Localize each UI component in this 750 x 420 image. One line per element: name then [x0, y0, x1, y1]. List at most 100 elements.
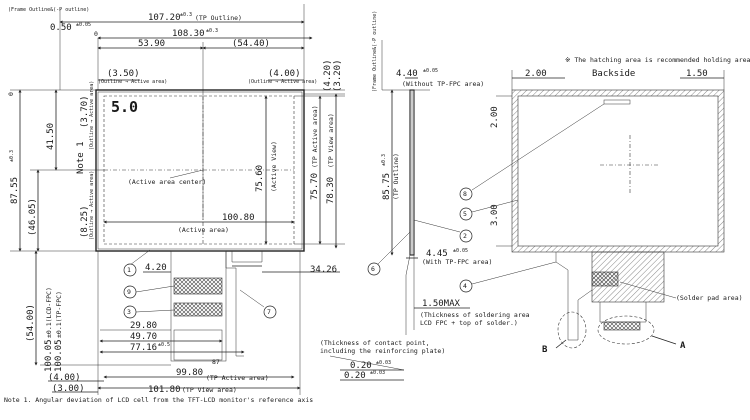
- side-note-contact-2: including the reinforcing plate): [320, 347, 445, 355]
- side-note-solder-1: (Thickness of soldering area: [420, 311, 530, 319]
- dim-75-60: 75.60: [255, 165, 265, 192]
- dim-77-16-tol: ±0.5: [158, 342, 170, 348]
- dim-101-80: 101.80: [148, 385, 181, 395]
- side-dim-4-40-tol: ±0.05: [423, 68, 438, 74]
- back-title: Backside: [592, 69, 635, 79]
- side-dim-1-50: 1.50MAX: [422, 299, 461, 309]
- side-dim-4-40-note: (Without TP-FPC area): [402, 80, 484, 88]
- svg-text:9: 9: [127, 288, 131, 296]
- side-note-contact-1: (Thickness of contact point,: [320, 339, 430, 347]
- dim-49-70: 49.70: [130, 332, 157, 342]
- dim-87-55: 87.55: [10, 177, 20, 204]
- dim-3-70: (3.70): [80, 95, 90, 128]
- dim-77-16: 77.16: [130, 343, 157, 353]
- dim-101-80-note: (TP View area): [182, 386, 237, 394]
- callout-5: 5: [459, 199, 519, 221]
- pin-87: 87: [212, 358, 220, 366]
- callout-8: 8: [459, 103, 605, 201]
- back-dim-2-00: 2.00: [525, 69, 547, 79]
- detail-label-a: A: [680, 341, 686, 351]
- frame-outline-label: (Frame Outline&(-P outline): [8, 7, 89, 13]
- dim-100-80-note: (Active area): [178, 226, 229, 234]
- dim-8-25-note: (Outline → Active area): [89, 171, 95, 240]
- side-dim-4-45: 4.45: [426, 249, 448, 259]
- origin-mark: 0: [94, 30, 98, 38]
- hatch-note: ※ The hatching area is recommended holdi…: [565, 56, 750, 64]
- dim-100-80: 100.80: [222, 213, 255, 223]
- back-view: ※ The hatching area is recommended holdi…: [413, 56, 750, 355]
- dim-3-50: (3.50): [107, 69, 140, 79]
- dim-78-30: 78.30: [326, 177, 336, 204]
- dim-4-00-note: (Outline → Active area): [248, 79, 317, 85]
- dim-100-05a-note: ±0.1(LCD-FPC): [45, 287, 53, 338]
- side-frame-label: (Frame Outline&(-P outline): [372, 11, 378, 92]
- dim-0-50: 0.50: [50, 23, 72, 33]
- dim-100-05a: 100.05: [44, 339, 54, 372]
- dim-78-30-note: (TP View area): [327, 113, 335, 168]
- callout-3: 3: [123, 305, 175, 319]
- dim-3-50-note: (Outline → Active area): [98, 79, 167, 85]
- svg-text:6: 6: [371, 265, 375, 273]
- dim-3-20: (3.20): [333, 59, 343, 92]
- side-dim-0-20a-tol: ±0.03: [376, 360, 391, 366]
- svg-text:2: 2: [463, 232, 467, 240]
- back-dim-2-00-v: 2.00: [490, 106, 500, 128]
- side-dim-4-40: 4.40: [396, 69, 418, 79]
- dim-107-20-tol: ±0.3: [180, 12, 192, 18]
- side-dim-0-20a: 0.20: [350, 361, 372, 371]
- dim-46-05: (46.05): [28, 198, 38, 236]
- dim-3-70-note: (Outline → Active area): [89, 81, 95, 150]
- dim-4-00: (4.00): [268, 69, 301, 79]
- side-view: (Frame Outline&(-P outline) 4.40 ±0.05 (…: [320, 11, 530, 381]
- dim-107-20: 107.20: [148, 13, 181, 23]
- footer-note: Note 1. Angular deviation of LCD cell fr…: [4, 396, 313, 404]
- dim-54-40: (54.40): [232, 39, 270, 49]
- side-dim-85-75-note: (TP Outline): [392, 153, 400, 200]
- dim-4-20-b: 4.20: [145, 263, 167, 273]
- side-note-solder-2: LCD FPC + top of solder.): [420, 319, 518, 327]
- dim-87-55-tol: ±0.3: [9, 150, 15, 162]
- dim-34-26: 34.26: [310, 265, 337, 275]
- detail-label-b: B: [542, 345, 548, 355]
- svg-text:7: 7: [267, 308, 271, 316]
- side-dim-85-75: 85.75: [382, 173, 392, 200]
- svg-text:5: 5: [463, 210, 467, 218]
- svg-text:1: 1: [127, 266, 131, 274]
- version-mark: 5.0: [111, 98, 138, 116]
- dim-75-60-note: (Active View): [270, 141, 278, 192]
- origin-mark-left: 0: [7, 92, 15, 96]
- dim-41-50: 41.50: [46, 123, 56, 150]
- back-dim-1-50: 1.50: [686, 69, 708, 79]
- active-center-label: (Active area center): [128, 178, 206, 186]
- dim-108-30: 108.30: [172, 29, 205, 39]
- dim-75-70: 75.70: [310, 173, 320, 200]
- dim-4-00-b: (4.00): [48, 373, 81, 383]
- dim-75-70-note: (TP Active area): [311, 105, 319, 168]
- note-1: Note 1: [76, 141, 86, 174]
- side-dim-0-20b-tol: ±0.03: [370, 370, 385, 376]
- svg-text:8: 8: [463, 190, 467, 198]
- svg-text:4: 4: [463, 282, 467, 290]
- dim-100-05b: 100.05: [54, 339, 64, 372]
- callout-2: 2: [413, 219, 473, 243]
- callout-9: 9: [123, 285, 175, 299]
- callout-1: 1: [123, 249, 151, 277]
- front-view: (Frame Outline&(-P outline) 107.20 ±0.3 …: [7, 4, 345, 395]
- callout-4: 4: [459, 261, 557, 293]
- callout-7: 7: [239, 289, 277, 319]
- side-dim-0-20b: 0.20: [344, 371, 366, 381]
- side-dim-85-75-tol: ±0.3: [381, 154, 387, 166]
- dim-53-90: 53.90: [138, 39, 165, 49]
- dim-100-05b-note: ±0.1(TP-FPC): [55, 291, 63, 338]
- dim-0-50-tol: ±0.05: [76, 22, 91, 28]
- side-dim-4-45-tol: ±0.05: [453, 248, 468, 254]
- dim-99-80: 99.80: [176, 368, 203, 378]
- dim-8-25: (8.25): [80, 205, 90, 238]
- callout-6: 6: [367, 231, 411, 276]
- dim-29-80: 29.80: [130, 321, 157, 331]
- back-dim-3-00-v: 3.00: [490, 204, 500, 226]
- dim-4-20: (4.20): [323, 59, 333, 92]
- solder-pad-label: (Solder pad area): [676, 294, 743, 302]
- side-dim-4-45-note: (With TP-FPC area): [422, 258, 492, 266]
